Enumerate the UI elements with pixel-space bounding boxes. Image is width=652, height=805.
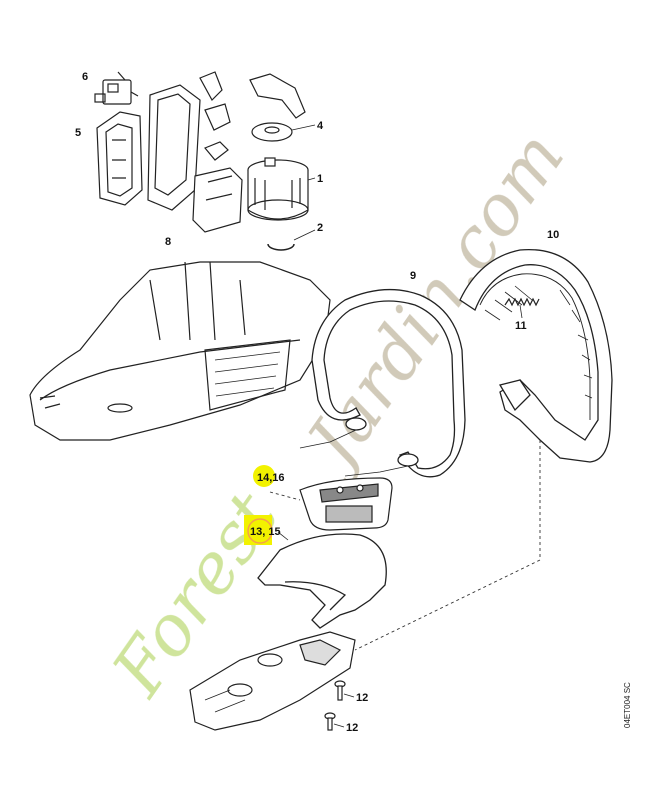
highlight-marker-14-16: [253, 465, 275, 487]
label-part-9: 9: [410, 270, 416, 282]
drawing-code: 04ET004 SC: [623, 682, 632, 728]
assembly-guide-lines: [269, 440, 541, 651]
part-6-connector: [94, 71, 139, 105]
label-part-1: 1: [317, 173, 323, 185]
part-11-spring: [504, 297, 540, 319]
label-part-5: 5: [75, 127, 81, 139]
part-8-switch-module: [192, 141, 243, 233]
part-14-16-label-plate: [299, 477, 393, 531]
part-5-housing-half: [96, 111, 143, 206]
part-lower-gear-housing: [189, 631, 356, 731]
label-part-2: 2: [317, 222, 323, 234]
part-1-motor: [247, 157, 316, 221]
part-4-washer: [251, 122, 316, 142]
label-part-14-16: 14,16: [257, 472, 285, 484]
part-12-screw-lower: [324, 712, 345, 731]
label-part-6: 6: [82, 71, 88, 83]
part-13-15-cover: [257, 531, 387, 629]
label-part-10: 10: [547, 229, 559, 241]
label-part-8: 8: [165, 236, 171, 248]
part-10-rear-handle: [459, 248, 613, 463]
label-part-11: 11: [515, 320, 527, 332]
part-top-fragments: [249, 73, 306, 119]
label-part-12-lower: 12: [346, 722, 358, 734]
label-part-13-15: 13, 15: [250, 526, 281, 538]
part-2-circlip: [267, 229, 316, 251]
part-main-housing: [29, 261, 331, 441]
part-12-screw-upper: [334, 680, 355, 701]
part-center-housing: [147, 71, 231, 211]
label-part-4: 4: [317, 120, 324, 132]
label-part-12-upper: 12: [356, 692, 368, 704]
part-9-front-handle: [299, 288, 466, 478]
highlight-ring-13-15: [247, 518, 273, 544]
